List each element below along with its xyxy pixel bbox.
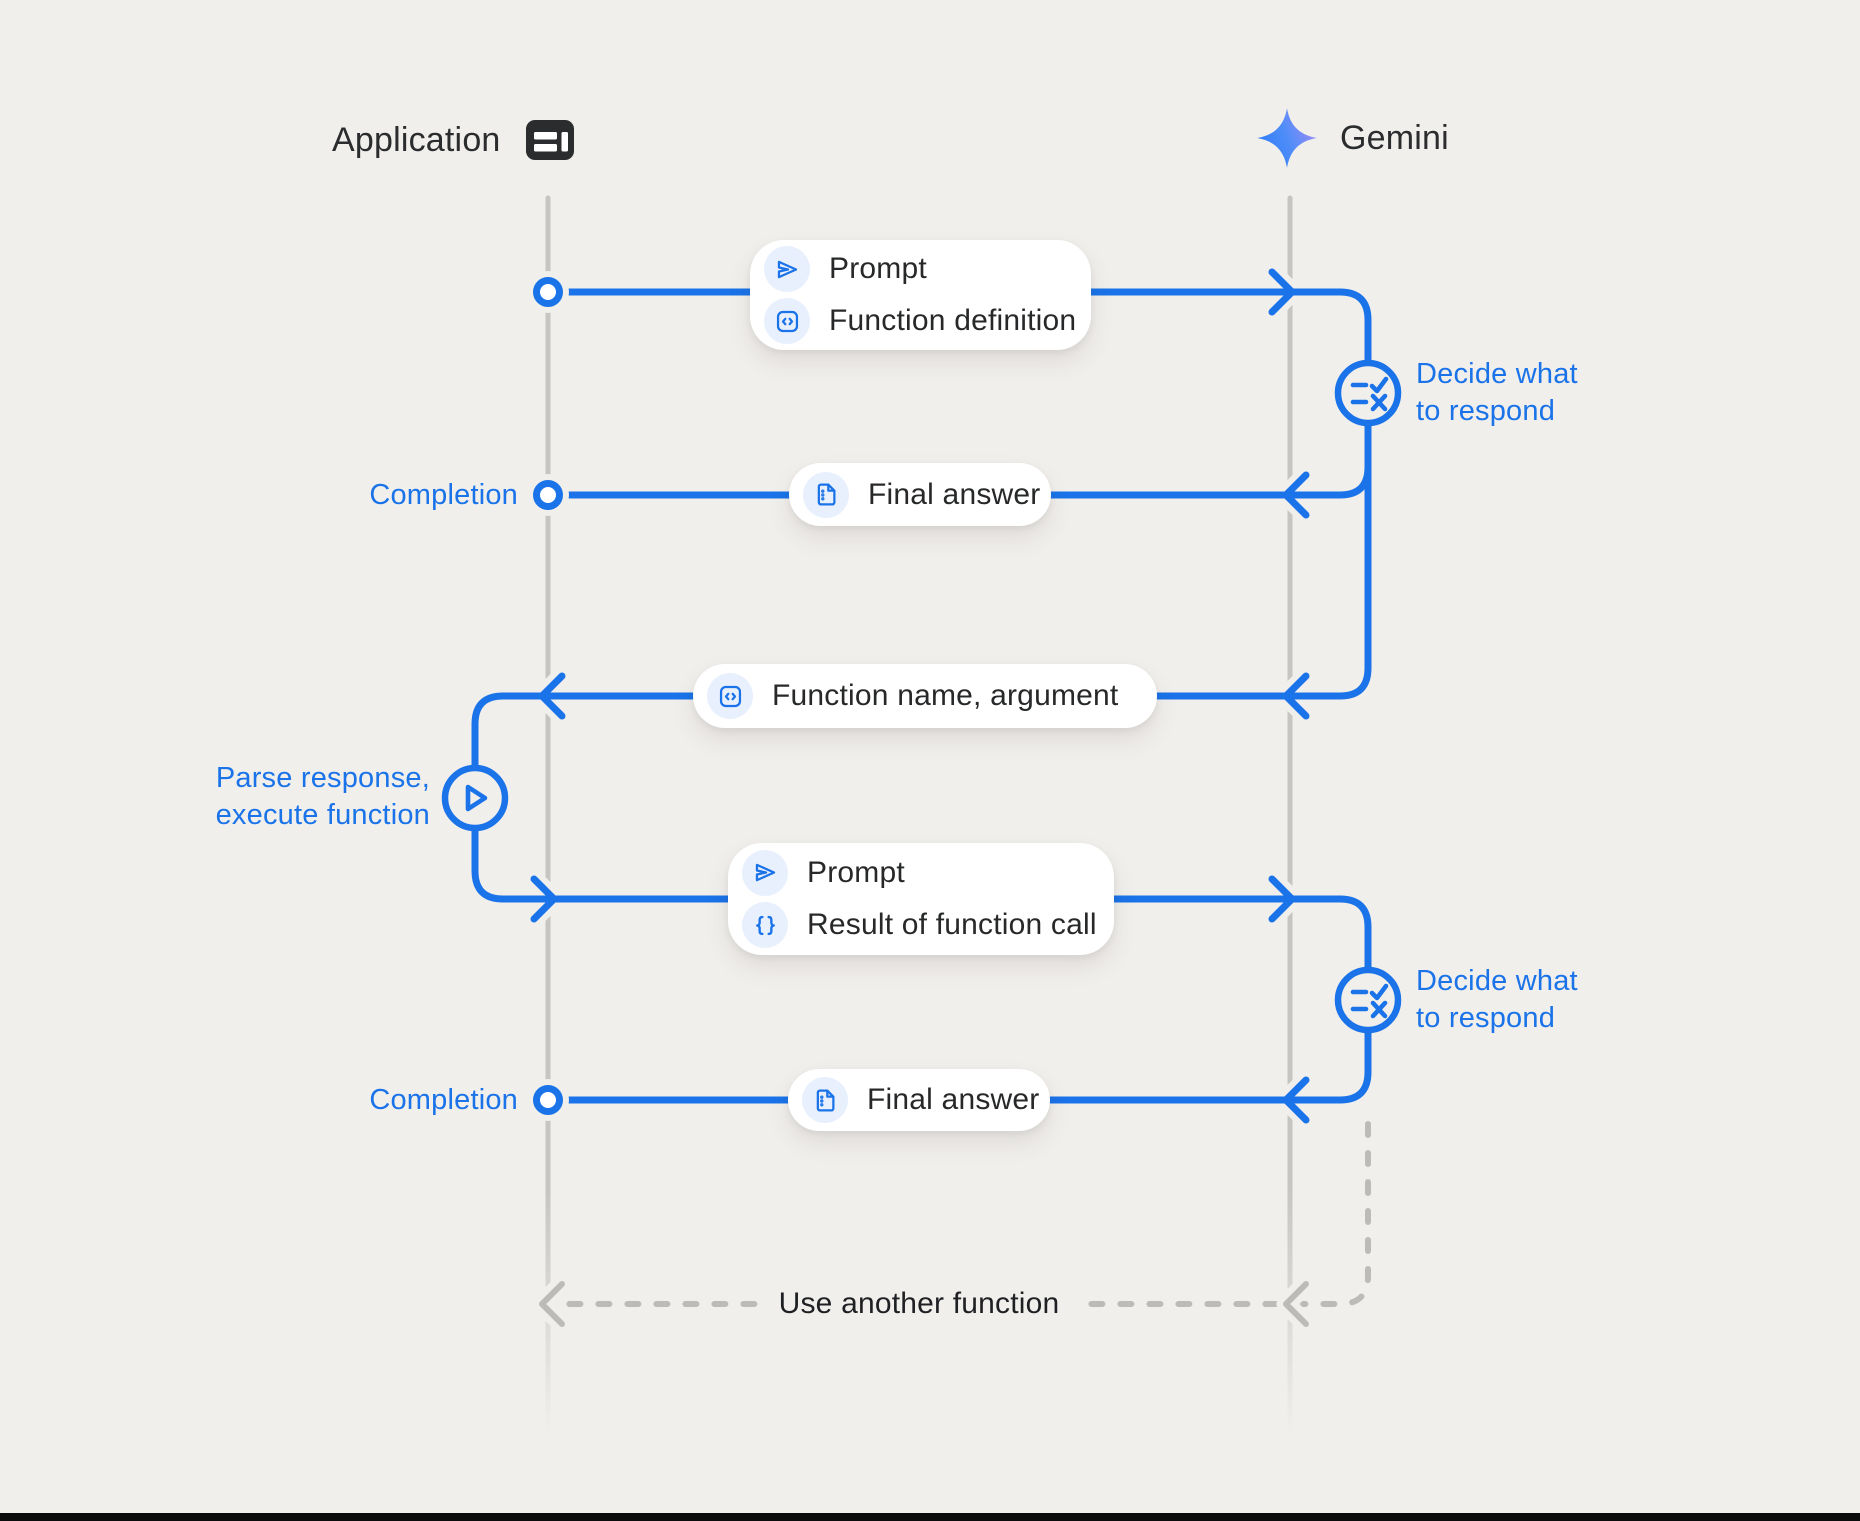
pill-label: Result of function call — [807, 908, 1097, 942]
arrowhead-right-prompt-result-gemini — [1268, 875, 1296, 923]
pill-row: Function definition — [764, 298, 1076, 344]
decide-label-1: Decide what to respond — [1416, 356, 1578, 430]
message-pill-final-answer-2: Final answer — [788, 1069, 1050, 1131]
decide-node-1 — [1334, 359, 1402, 427]
loop-arrowhead-application — [539, 1281, 565, 1327]
use-another-function-dashed-arrow — [553, 1121, 1371, 1307]
pill-row: Prompt — [742, 849, 1084, 896]
document-icon — [803, 471, 849, 518]
gemini-star-icon — [1257, 108, 1317, 168]
code-box-icon — [707, 673, 753, 719]
message-line-final-answer-2 — [557, 1027, 1372, 1104]
pill-label: Prompt — [829, 252, 927, 285]
decide-node-2 — [1334, 966, 1402, 1034]
decide-label-line: to respond — [1416, 395, 1556, 427]
play-icon — [465, 784, 488, 812]
endpoint-circles — [527, 271, 569, 1121]
end-circle-completion-1 — [533, 480, 563, 510]
application-label: Application — [332, 120, 501, 159]
rule-icon — [1350, 376, 1389, 412]
use-another-function-label: Use another function — [760, 1285, 1078, 1323]
gemini-label: Gemini — [1340, 118, 1449, 157]
arrowhead-right-prompt-function — [1268, 268, 1296, 316]
message-pill-prompt-function: Prompt Function definition — [750, 240, 1091, 350]
execute-node — [441, 764, 509, 832]
pill-label: Function definition — [829, 304, 1077, 337]
pill-label: Function name, argument — [772, 679, 1119, 712]
pill-label: Final answer — [867, 1083, 1040, 1116]
message-pill-prompt-result: Prompt Result of function call — [728, 843, 1114, 955]
line-casings — [465, 262, 1378, 1334]
rule-icon — [1350, 983, 1389, 1019]
document-icon — [802, 1077, 848, 1123]
parse-label-line: Parse response, — [215, 762, 430, 794]
start-circle-prompt — [533, 277, 563, 307]
code-box-icon — [764, 298, 810, 344]
pill-row: Function name, argument — [707, 673, 1127, 719]
message-pill-function-name: Function name, argument — [693, 664, 1157, 728]
end-circle-completion-2 — [533, 1085, 563, 1115]
pill-row: Final answer — [802, 1077, 1039, 1123]
send-icon — [764, 246, 810, 292]
message-line-function-name — [548, 420, 1372, 700]
braces-icon — [742, 902, 788, 949]
decide-label-line: to respond — [1416, 1002, 1556, 1034]
app-window-icon — [525, 120, 574, 160]
message-pill-final-answer-1: Final answer — [789, 463, 1051, 526]
bottom-edge-bar — [0, 1513, 1860, 1521]
loop-line-parse-top — [471, 692, 556, 771]
arrowhead-left-final-answer-2 — [1282, 1076, 1310, 1124]
pill-row: Final answer — [803, 471, 1040, 518]
arrowhead-left-final-answer-1 — [1282, 471, 1310, 519]
pill-row: Prompt — [764, 246, 1061, 292]
decide-label-line: Decide what — [1416, 965, 1578, 997]
decide-label-2: Decide what to respond — [1416, 963, 1578, 1037]
arrowhead-left-function-name-gemini — [1282, 672, 1310, 720]
loop-arrowhead-gemini — [1283, 1281, 1309, 1327]
pill-row: Result of function call — [742, 902, 1097, 949]
completion-label-2: Completion — [369, 1084, 518, 1116]
send-icon — [742, 849, 788, 896]
arrowhead-right-prompt-result-app — [530, 875, 558, 923]
parse-label-line: execute function — [215, 799, 430, 831]
pill-label: Prompt — [807, 855, 905, 889]
actor-application: Application — [332, 114, 575, 166]
actor-gemini: Gemini — [1256, 108, 1449, 168]
arrowhead-left-function-name-app — [538, 672, 566, 720]
completion-label-1: Completion — [369, 479, 518, 511]
parse-execute-label: Parse response, execute function — [216, 760, 430, 834]
decide-label-line: Decide what — [1416, 358, 1578, 390]
message-line-prompt-function — [557, 288, 1372, 366]
pill-label: Final answer — [868, 477, 1041, 511]
